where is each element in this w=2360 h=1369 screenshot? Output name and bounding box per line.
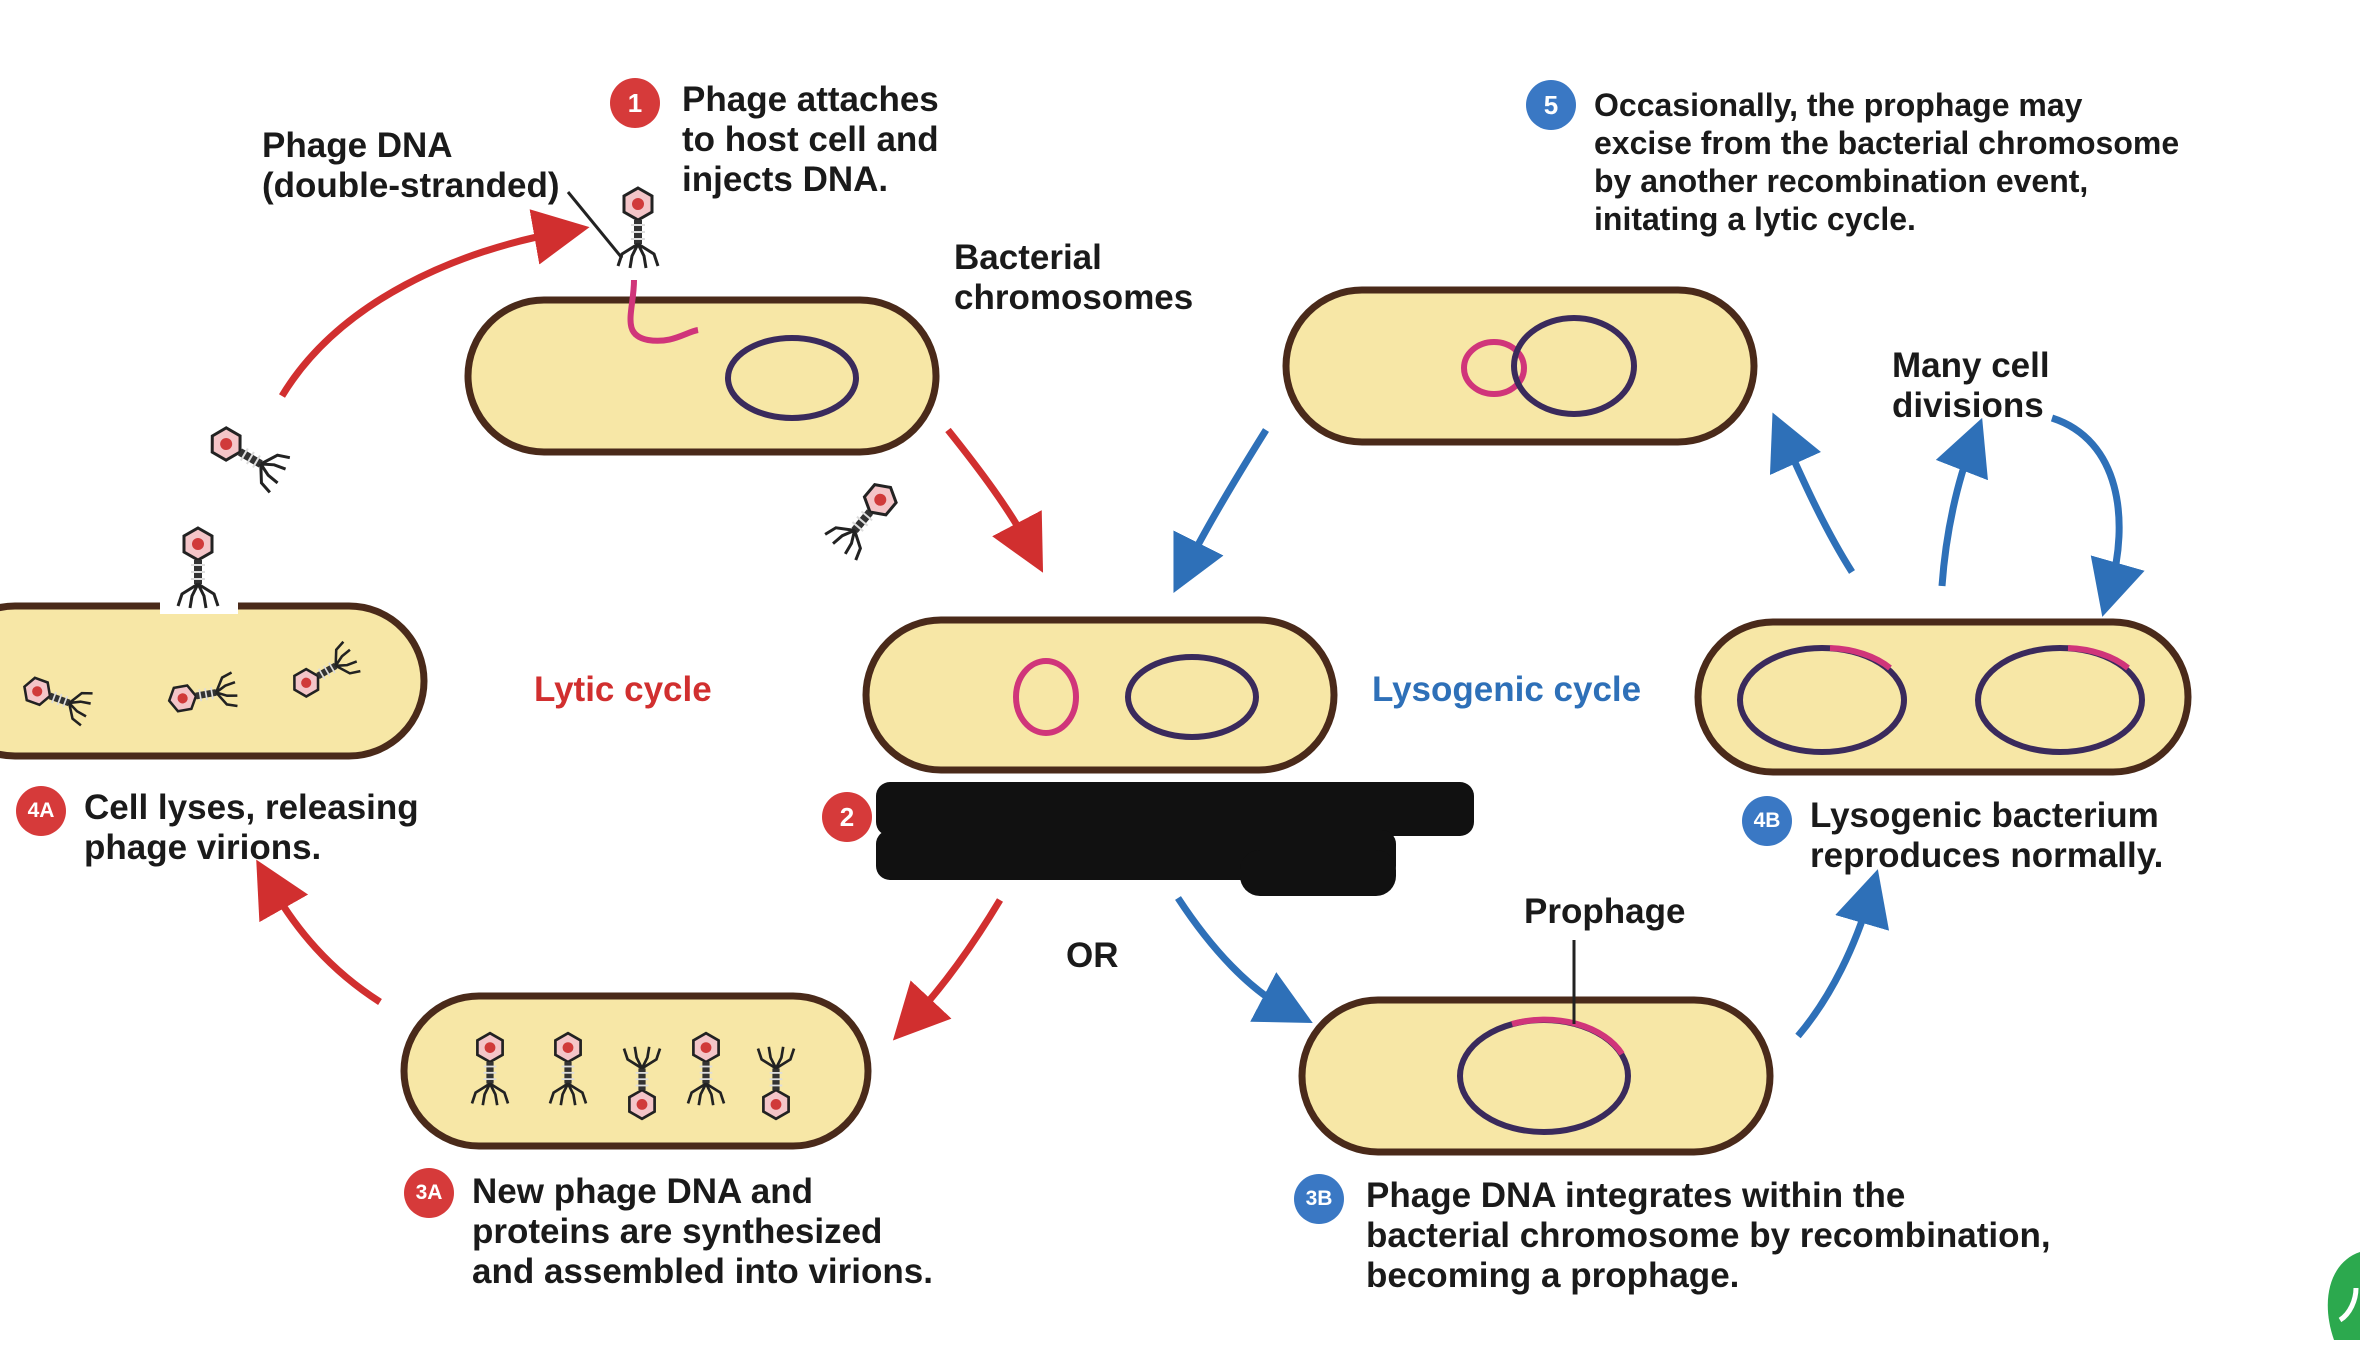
excising-phage-loop	[1461, 339, 1527, 397]
step-2-badge: 2	[822, 792, 872, 842]
bacterial-chromosome	[1125, 654, 1259, 740]
step-4b-text: Lysogenic bacterium reproduces normally.	[1810, 796, 2164, 875]
arrow-step2-to-step3a	[892, 898, 1004, 1041]
cell-step4b	[1694, 618, 2192, 776]
lytic-cycle-label: Lytic cycle	[534, 670, 712, 709]
daughter-chromosome-right	[1975, 645, 2145, 755]
arrow-many-divisions-down	[2050, 414, 2145, 617]
corner-logo	[2327, 1252, 2360, 1340]
cell-step5	[1282, 286, 1758, 446]
step-4a-text: Cell lyses, releasing phage virions.	[84, 788, 419, 867]
daughter-chromosome-left	[1737, 645, 1907, 755]
bacterial-chromosome	[1511, 315, 1637, 417]
prophage-label: Prophage	[1524, 892, 1686, 931]
many-divisions-label: Many cell divisions	[1892, 346, 2050, 425]
arrow-step3b-to-step4b	[1795, 869, 1890, 1039]
injected-phage-dna	[627, 279, 699, 344]
phage-dna-pointer	[566, 191, 624, 259]
cell-lysis-gap	[160, 598, 238, 614]
step-3a-badge: 3A	[404, 1168, 454, 1218]
step-5-badge: 5	[1526, 80, 1576, 130]
cell-step3a	[400, 992, 872, 1150]
prophage-segment-left	[1829, 645, 1892, 671]
arrow-step3a-to-lysis	[256, 859, 382, 1005]
redaction-mark	[1240, 850, 1396, 896]
arrow-step2-to-step3b	[1175, 896, 1313, 1024]
corner-logo-mark	[2338, 1287, 2359, 1323]
step-5-text: Occasionally, the prophage may excise fr…	[1594, 87, 2180, 237]
lysogenic-cycle-label: Lysogenic cycle	[1372, 670, 1642, 709]
arrow-step4b-to-step5	[1769, 412, 1855, 574]
arrow-step1-to-step2	[945, 427, 1044, 573]
phage-released	[176, 526, 220, 610]
step-3b-badge: 3B	[1294, 1174, 1344, 1224]
step-4b-badge: 4B	[1742, 796, 1792, 846]
cell-step3b	[1298, 996, 1774, 1156]
phage-dna-label: Phage DNA (double-stranded)	[262, 126, 560, 205]
redaction-mark	[876, 782, 1474, 836]
cell-step1	[464, 296, 940, 456]
bacterial-chromosome	[725, 335, 859, 421]
phage-attached	[616, 186, 660, 270]
cell-lysis	[0, 602, 428, 760]
cell-step2	[862, 616, 1338, 774]
step-1-text: Phage attaches to host cell and injects …	[682, 80, 939, 199]
prophage-segment	[1511, 1016, 1625, 1056]
phage-free	[822, 473, 908, 564]
step-3a-text: New phage DNA and proteins are synthesiz…	[472, 1172, 933, 1291]
circular-phage-dna	[1013, 658, 1079, 736]
or-label: OR	[1066, 936, 1119, 975]
arrow-step5-to-step2	[1173, 428, 1269, 594]
step-4a-badge: 4A	[16, 786, 66, 836]
step-1-badge: 1	[610, 78, 660, 128]
arrow-many-divisions-up	[1935, 417, 1988, 587]
prophage-segment-right	[2067, 645, 2130, 671]
phage-free	[200, 417, 294, 495]
arrow-free-phage-to-cell	[279, 209, 590, 398]
bacterial-chromosomes-label: Bacterial chromosomes	[954, 238, 1194, 317]
step-3b-text: Phage DNA integrates within the bacteria…	[1366, 1176, 2051, 1295]
